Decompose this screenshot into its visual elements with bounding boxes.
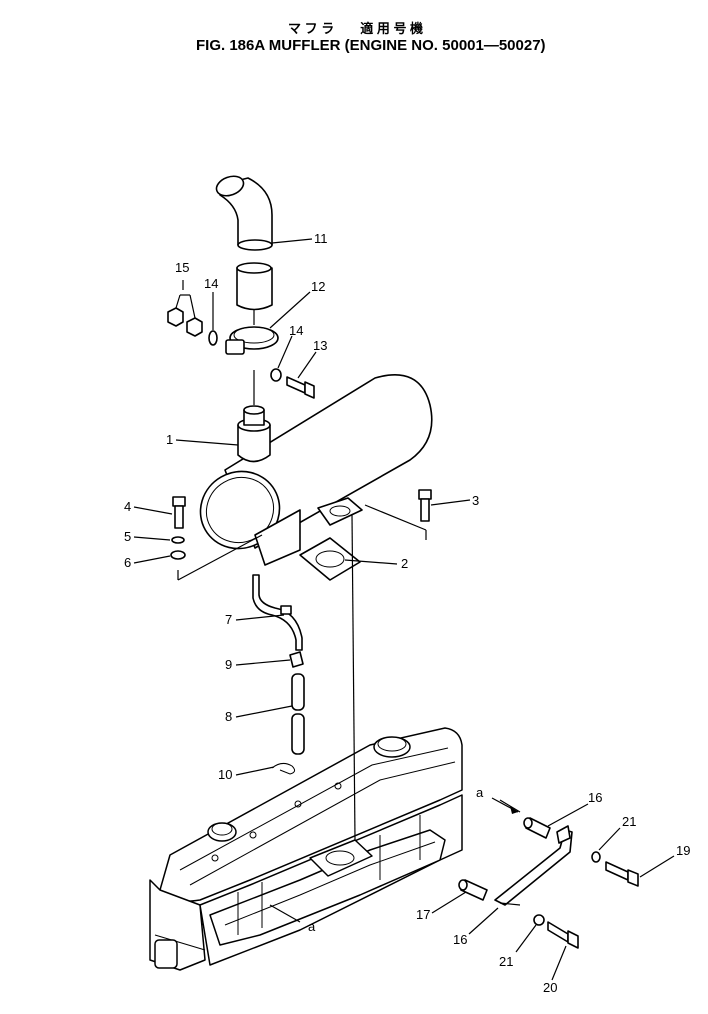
callout-16: 16 (453, 932, 467, 947)
bolt-4 (172, 496, 186, 529)
callout-15: 15 (175, 260, 189, 275)
callout-5: 5 (124, 529, 131, 544)
callout-17: 16 (588, 790, 602, 805)
ref-a-bottom: a (308, 919, 316, 934)
header-title: FIG. 186A MUFFLER (ENGINE NO. 50001—5002… (196, 37, 546, 54)
bolt-19 (605, 861, 639, 887)
callout-4: 4 (124, 499, 131, 514)
callout-12: 12 (311, 279, 325, 294)
sleeve-pipe (236, 262, 273, 311)
callout-18: 17 (416, 907, 430, 922)
washer-21b (533, 914, 545, 926)
callout-7: 7 (225, 612, 232, 627)
assembly-lines (175, 294, 521, 923)
bolt-20 (547, 921, 579, 949)
spacer-17 (523, 817, 551, 839)
callout-1: 1 (166, 432, 173, 447)
washer-14a (208, 330, 218, 346)
elbow-pipe (215, 175, 273, 251)
callout-3: 3 (472, 493, 479, 508)
callout-20: 20 (543, 980, 557, 995)
bolt-3 (418, 489, 432, 522)
washer-5 (171, 536, 185, 544)
drain-pipe (252, 574, 303, 651)
bracket-16 (494, 825, 573, 906)
nut-15a (167, 307, 184, 327)
bolt-13 (286, 376, 315, 399)
engine-block (149, 727, 463, 971)
ref-a-arrowhead (510, 806, 518, 814)
callout-13: 13 (313, 338, 327, 353)
callout-21a: 21 (622, 814, 636, 829)
callout-8: 8 (225, 709, 232, 724)
clip-10 (271, 762, 296, 775)
callout-19: 19 (676, 843, 690, 858)
header-japanese: マ フ ラ 適 用 号 機 (288, 21, 423, 36)
nut-15b (186, 317, 203, 337)
washer-21a (591, 851, 601, 863)
gasket (299, 537, 361, 581)
callout-6: 6 (124, 555, 131, 570)
callouts: 11 12 14 15 14 13 1 3 4 5 6 2 7 9 8 10 a… (124, 231, 690, 995)
callout-2: 2 (401, 556, 408, 571)
callout-21b: 21 (499, 954, 513, 969)
callout-14b: 14 (289, 323, 303, 338)
muffler-body (199, 374, 433, 566)
spacer-18 (458, 879, 488, 901)
clamp (225, 326, 279, 355)
callout-10: 10 (218, 767, 232, 782)
ref-a-top: a (476, 785, 484, 800)
hose-8 (291, 673, 305, 755)
callout-14a: 14 (204, 276, 218, 291)
lock-washer-6 (170, 550, 186, 560)
callout-11: 11 (314, 231, 328, 246)
washer-14b (270, 368, 282, 382)
clip-9 (289, 651, 304, 668)
leader-lines (133, 238, 675, 981)
callout-9: 9 (225, 657, 232, 672)
